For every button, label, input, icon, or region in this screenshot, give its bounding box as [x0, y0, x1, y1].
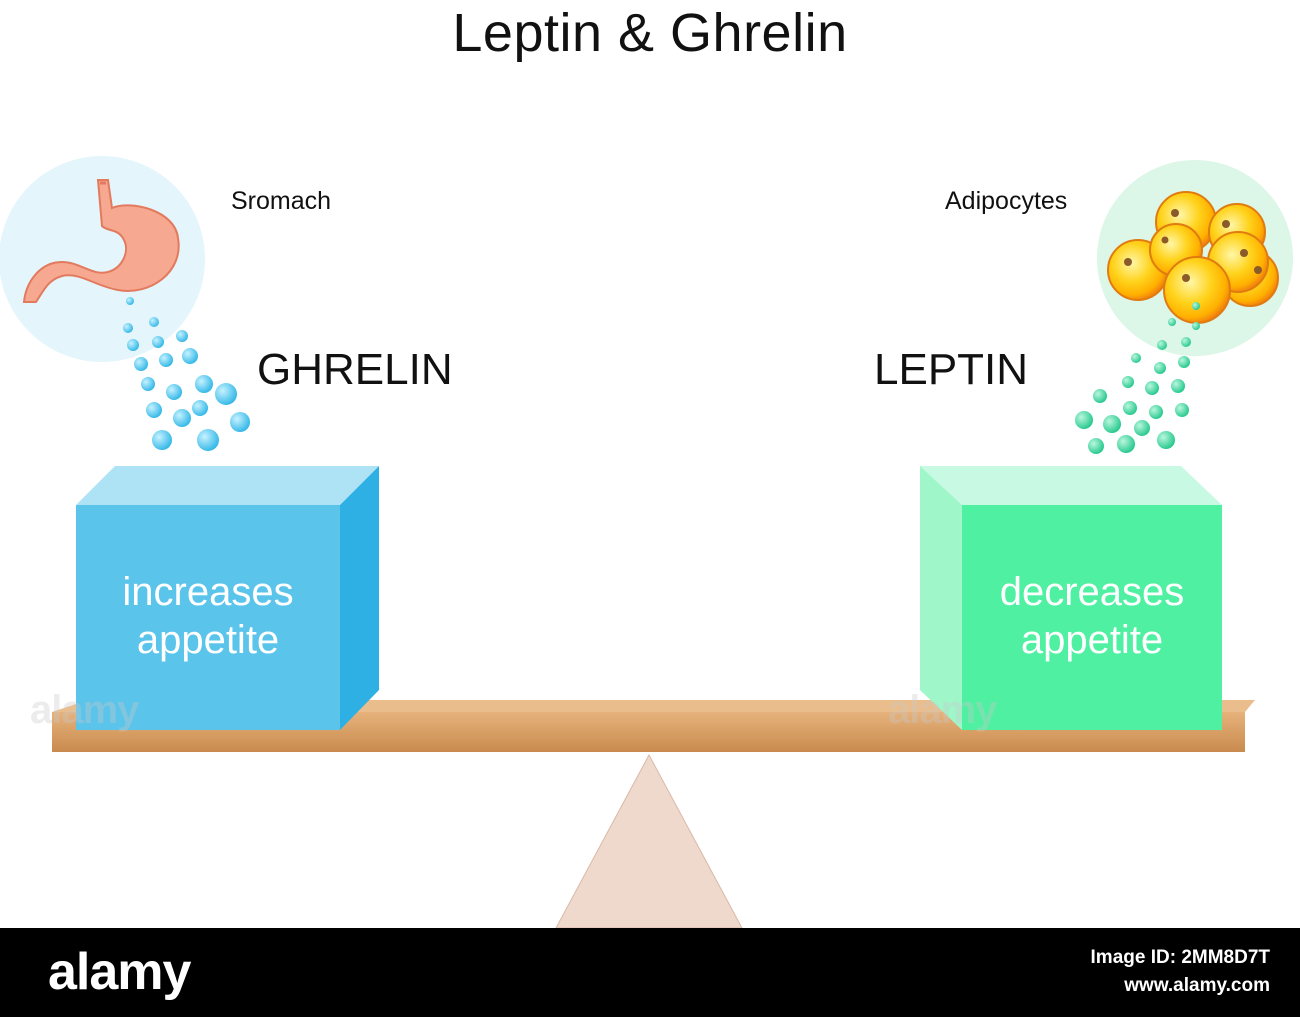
stomach-label: Sromach	[231, 187, 332, 215]
adipocytes-label: Adipocytes	[945, 187, 1068, 215]
leptin-cube	[920, 466, 1222, 730]
adipocytes-icon	[1107, 191, 1279, 324]
fulcrum	[555, 753, 743, 928]
footer-bar: alamy Image ID: 2MM8D7T www.alamy.com	[0, 928, 1300, 1017]
ghrelin-cube	[76, 466, 379, 730]
watermark: alamy	[30, 688, 139, 732]
watermark: alamy	[888, 688, 997, 732]
site-url: www.alamy.com	[1124, 975, 1270, 996]
stomach-bubble	[0, 156, 205, 362]
ghrelin-effect-line1: increases	[122, 570, 294, 614]
ghrelin-label: GHRELIN	[257, 345, 453, 394]
ghrelin-droplets	[123, 317, 250, 451]
footer-info: Image ID: 2MM8D7T www.alamy.com	[1091, 944, 1270, 1000]
leptin-effect-text: decreases appetite	[962, 568, 1222, 664]
stomach-icon	[22, 179, 180, 305]
diagram-title: Leptin & Ghrelin	[452, 3, 848, 63]
image-id: Image ID: 2MM8D7T	[1090, 947, 1270, 968]
ghrelin-effect-line2: appetite	[136, 618, 280, 662]
ghrelin-effect-text: increases appetite	[76, 568, 340, 664]
diagram-illustration	[0, 156, 1293, 928]
leptin-label: LEPTIN	[874, 345, 1029, 394]
alamy-logo: alamy	[48, 943, 191, 1001]
leptin-effect-line2: appetite	[1020, 618, 1164, 662]
leptin-effect-line1: decreases	[999, 570, 1185, 614]
leptin-droplets	[1075, 318, 1200, 454]
